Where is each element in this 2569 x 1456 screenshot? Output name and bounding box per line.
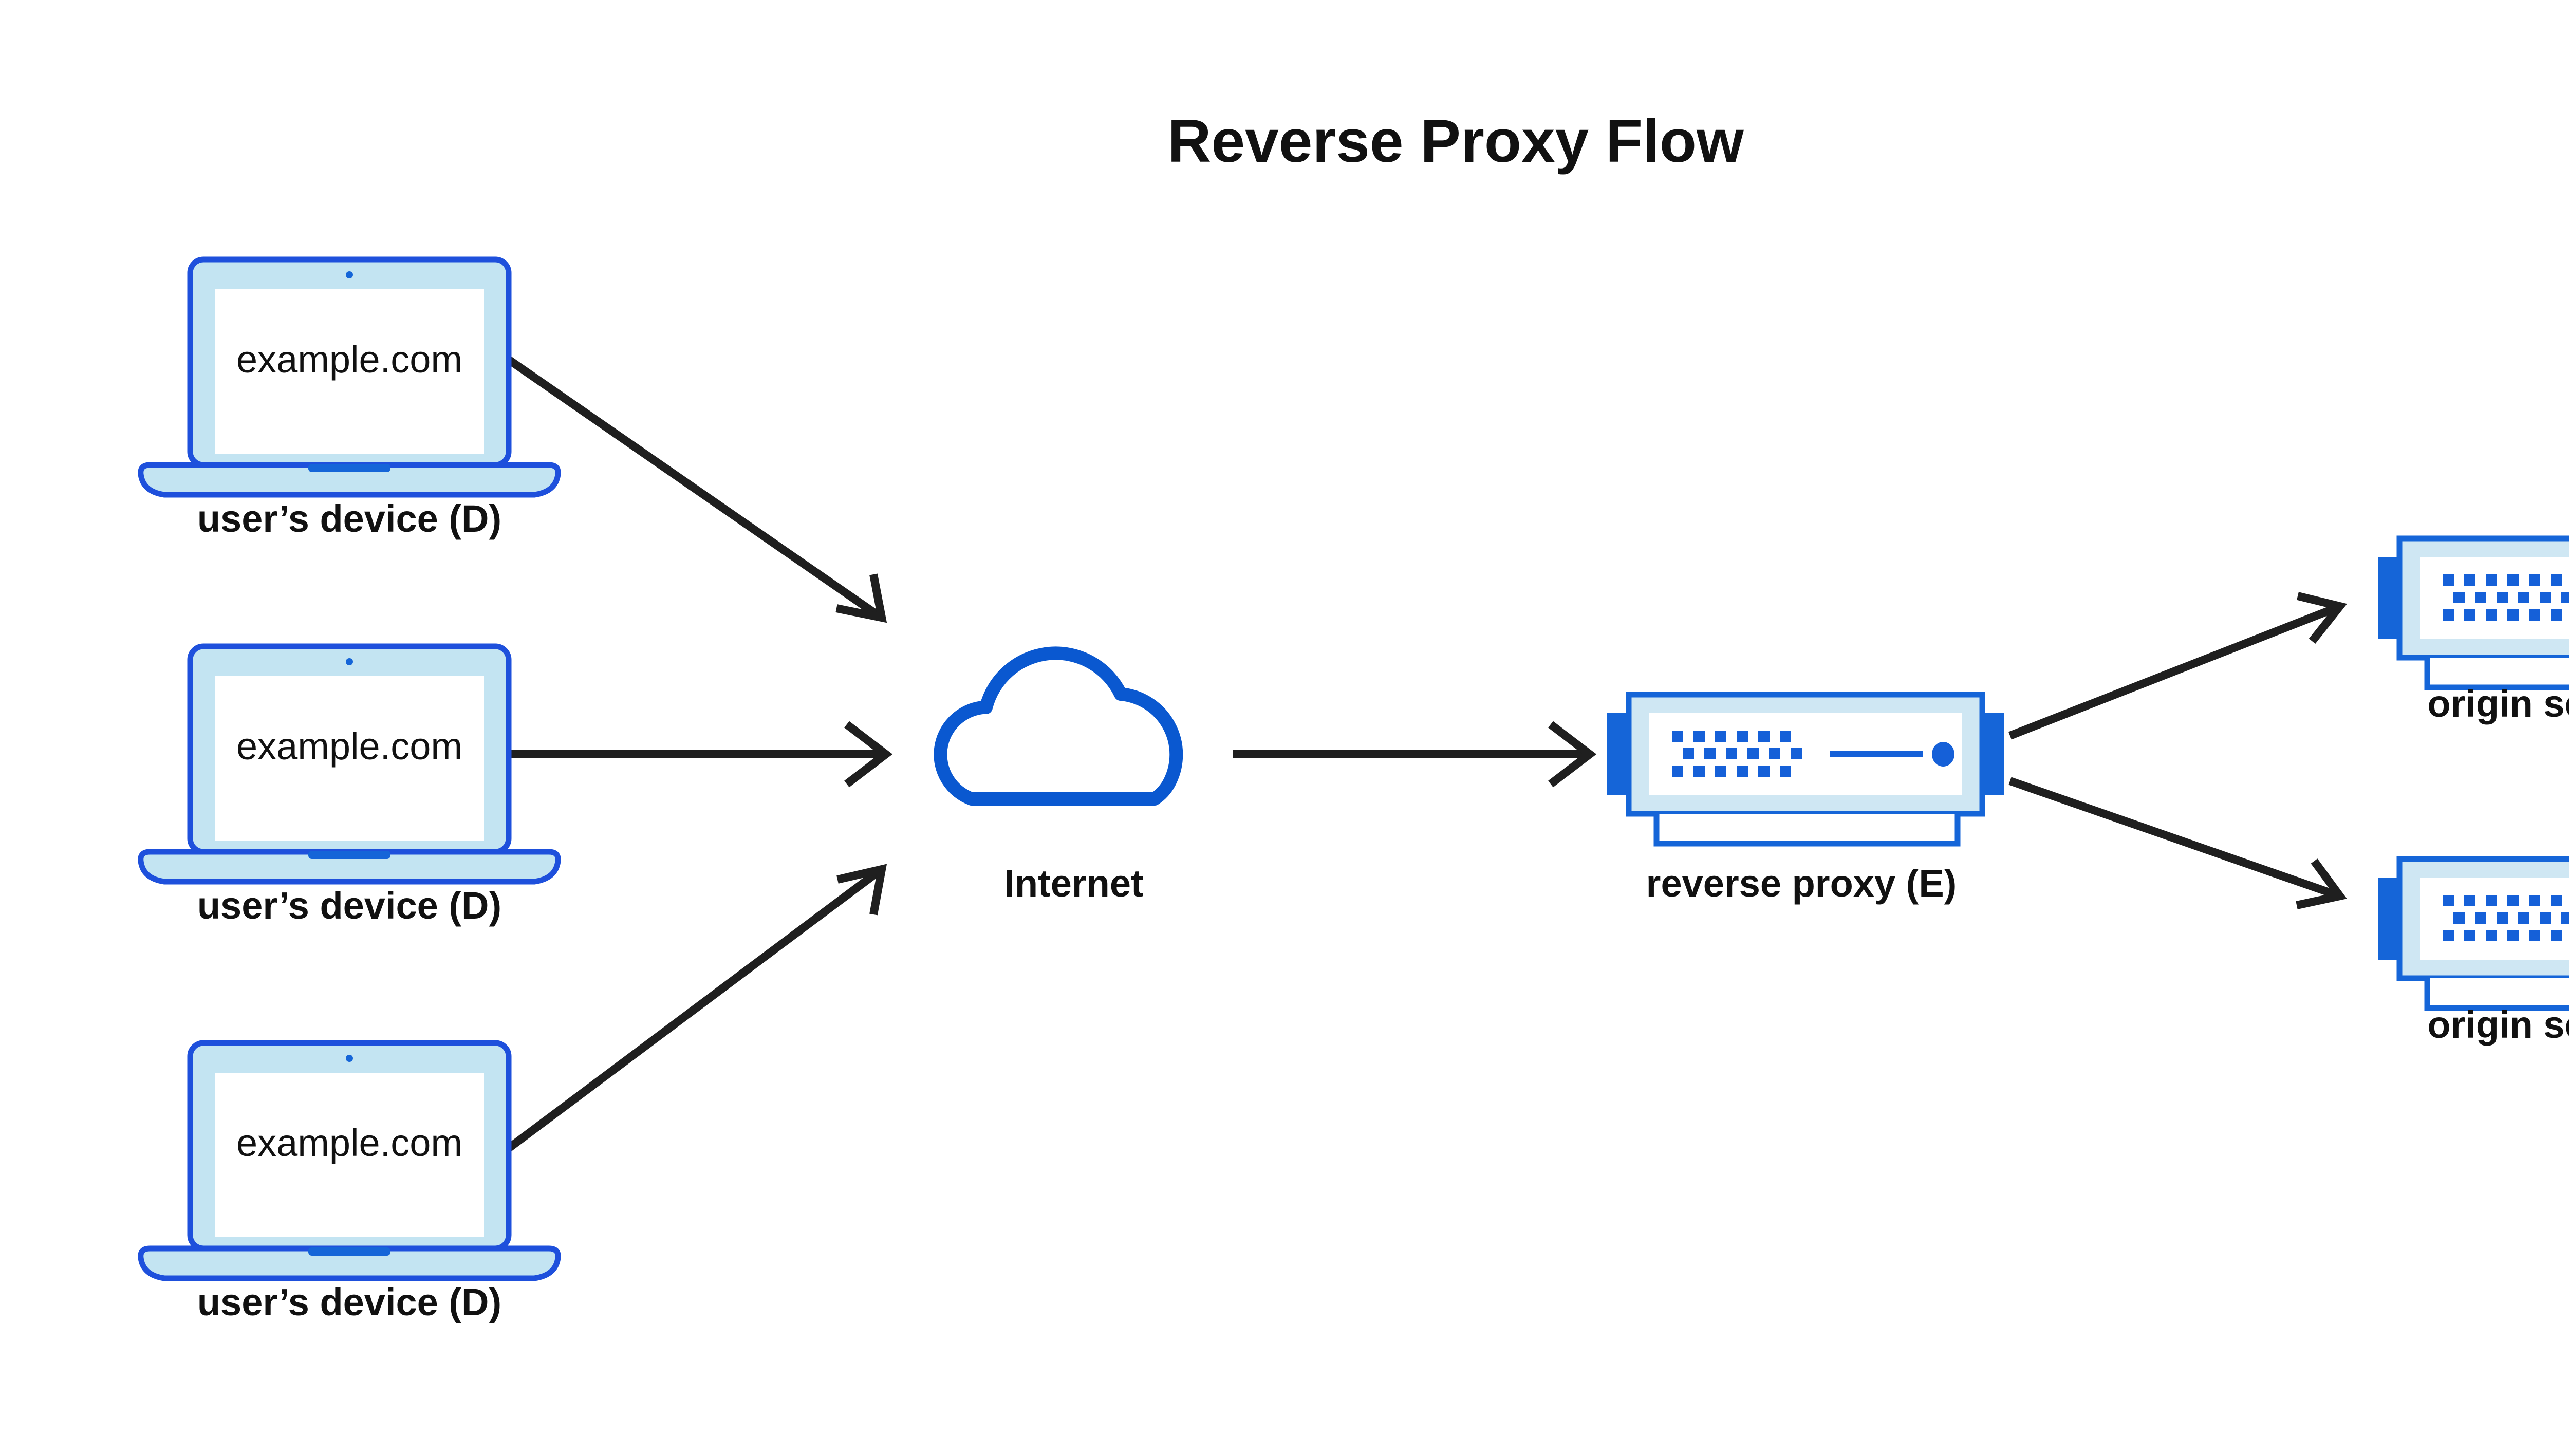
edge-internet-proxy [1233, 721, 1597, 788]
page-title: Reverse Proxy Flow [1167, 107, 1744, 175]
client-2-screen-text: example.com [236, 725, 462, 768]
node-client-3[interactable]: example.com user’s device (D) [141, 1043, 558, 1323]
node-client-2[interactable]: example.com user’s device (D) [141, 646, 558, 927]
client-3-screen-text: example.com [236, 1122, 462, 1164]
client-1-screen-text: example.com [236, 338, 462, 381]
node-origin-2[interactable]: origin server (F) [2378, 859, 2569, 1046]
reverse-proxy-label: reverse proxy (E) [1646, 862, 1957, 905]
edge-client3-internet [506, 864, 887, 1152]
node-client-1[interactable]: example.com user’s device (D) [141, 259, 558, 540]
edge-proxy-origin2 [2008, 777, 2347, 909]
internet-label: Internet [1004, 862, 1143, 905]
server-icon [1607, 695, 2004, 844]
client-1-label: user’s device (D) [197, 497, 501, 540]
node-origin-1[interactable]: origin server (F) [2378, 538, 2569, 725]
edge-client2-internet [509, 721, 893, 788]
edges-layer [506, 356, 2348, 1152]
client-2-label: user’s device (D) [197, 884, 501, 927]
server-icon [2378, 859, 2569, 1008]
edge-client1-internet [506, 356, 887, 623]
client-3-label: user’s device (D) [197, 1281, 501, 1323]
server-icon [2378, 538, 2569, 687]
origin-1-label: origin server (F) [2427, 682, 2569, 725]
node-internet[interactable]: Internet [940, 653, 1176, 905]
edge-proxy-origin1 [2008, 592, 2348, 740]
cloud-icon [940, 653, 1176, 799]
origin-2-label: origin server (F) [2427, 1003, 2569, 1046]
node-reverse-proxy[interactable]: reverse proxy (E) [1607, 695, 2004, 905]
